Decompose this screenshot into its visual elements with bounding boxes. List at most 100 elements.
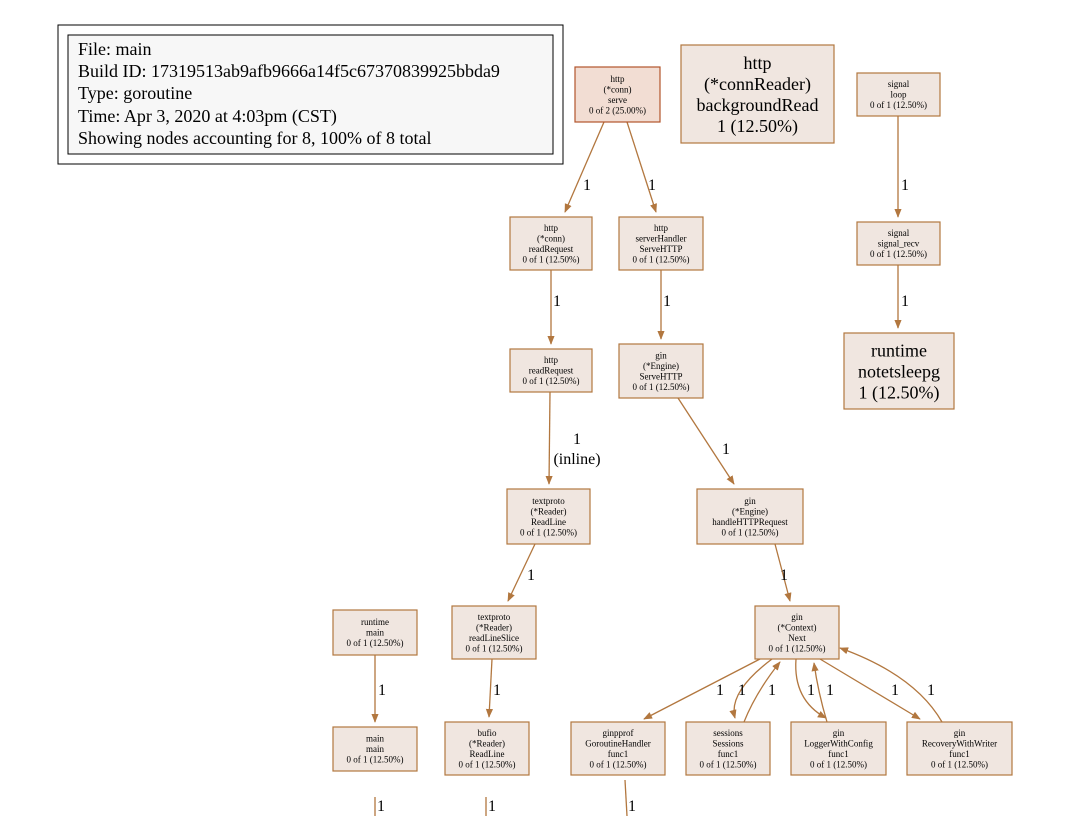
node-label-line: gin xyxy=(791,612,803,622)
node-label-line: readRequest xyxy=(529,244,574,254)
edge-label: 1 xyxy=(716,682,724,699)
node-label-line: 0 of 1 (12.50%) xyxy=(633,382,690,392)
node-label-line: Sessions xyxy=(712,738,744,748)
node-label-line: gin xyxy=(954,728,966,738)
node-label-line: 0 of 2 (25.00%) xyxy=(589,105,646,115)
node-box xyxy=(754,605,840,660)
edge-label: 1 xyxy=(663,293,671,310)
node-box xyxy=(570,721,666,776)
legend-line-showing: Showing nodes accounting for 8, 100% of … xyxy=(78,128,431,148)
edge: 1 xyxy=(485,658,501,718)
legend: File: main Build ID: 17319513ab9afb9666a… xyxy=(57,24,564,165)
edge-line xyxy=(729,658,773,719)
edge-line xyxy=(564,121,605,213)
node-label-line: func1 xyxy=(828,749,849,759)
edge-line xyxy=(507,543,536,602)
node-label-line: 0 of 1 (12.50%) xyxy=(722,527,779,537)
edge-label: 1 xyxy=(488,798,496,815)
node-label-line: (*Reader) xyxy=(531,506,567,516)
node-box xyxy=(906,721,1013,776)
edge: 1(inline) xyxy=(545,391,601,485)
node-box xyxy=(444,721,530,776)
node-box xyxy=(856,221,941,266)
node-label-line: LoggerWithConfig xyxy=(804,738,873,748)
edge-line xyxy=(743,661,781,723)
edge: 1 xyxy=(894,116,909,218)
edge: 1 xyxy=(626,121,657,213)
node-box xyxy=(506,488,591,545)
node-box xyxy=(843,332,955,410)
edge: 1 xyxy=(677,397,735,485)
node-label-line: http xyxy=(654,223,669,233)
edge-label: 1 xyxy=(901,293,909,310)
node-label-line: gin xyxy=(655,350,667,360)
node-label-line: 0 of 1 (12.50%) xyxy=(459,759,516,769)
node-box xyxy=(618,343,704,399)
node-label-line: ServeHTTP xyxy=(640,371,683,381)
legend-line-build-id: Build ID: 17319513ab9afb9666a14f5c673708… xyxy=(78,61,500,81)
node-label-line: GoroutineHandler xyxy=(585,738,650,748)
node-label-line: main xyxy=(366,628,384,638)
edge-label: 1 xyxy=(901,177,909,194)
node-label-line: ServeHTTP xyxy=(640,244,683,254)
node-label-line: notetsleepg xyxy=(858,361,940,381)
node-box xyxy=(332,726,418,772)
node-label-line: 0 of 1 (12.50%) xyxy=(523,376,580,386)
edge: 1 xyxy=(774,543,792,602)
edge: 1 xyxy=(795,658,827,719)
legend-line-time: Time: Apr 3, 2020 at 4:03pm (CST) xyxy=(78,106,337,127)
node-label-line: 0 of 1 (12.50%) xyxy=(466,643,523,653)
node-label-line: 0 of 1 (12.50%) xyxy=(347,755,404,765)
node-label-line: loop xyxy=(890,90,907,100)
edge: 1 xyxy=(507,543,536,602)
node-label-line: 0 of 1 (12.50%) xyxy=(769,643,826,653)
edge-label: 1 xyxy=(583,177,591,194)
edge-label: 1 xyxy=(780,567,788,584)
node-label-line: (*connReader) xyxy=(704,74,811,95)
node-box xyxy=(509,216,593,271)
node-label-line: main xyxy=(366,734,384,744)
node-label-line: (*Reader) xyxy=(469,738,505,748)
edge-label: 1 xyxy=(648,177,656,194)
node-box xyxy=(685,721,771,776)
node-label-line: (*Engine) xyxy=(643,361,679,371)
edge: 1 xyxy=(657,270,671,340)
edge-line xyxy=(839,647,943,723)
node-label-line: func1 xyxy=(718,749,739,759)
node-label-line: 0 of 1 (12.50%) xyxy=(700,759,757,769)
node-label-line: (*conn) xyxy=(537,233,565,243)
legend-line-file: File: main xyxy=(78,39,152,59)
edge: 1 xyxy=(485,797,496,816)
node-box xyxy=(696,488,804,545)
edge: 1 xyxy=(374,797,385,816)
edge: 1 xyxy=(547,270,561,345)
edge: 1 xyxy=(819,658,921,720)
edge: 1 xyxy=(894,265,909,329)
edge: 1 xyxy=(729,658,773,719)
node-label-line: (*Engine) xyxy=(732,506,768,516)
edge-label: 1 xyxy=(553,293,561,310)
edge-label: 1 xyxy=(377,798,385,815)
node-label-line: 0 of 1 (12.50%) xyxy=(347,638,404,648)
node-label-line: 0 of 1 (12.50%) xyxy=(590,759,647,769)
